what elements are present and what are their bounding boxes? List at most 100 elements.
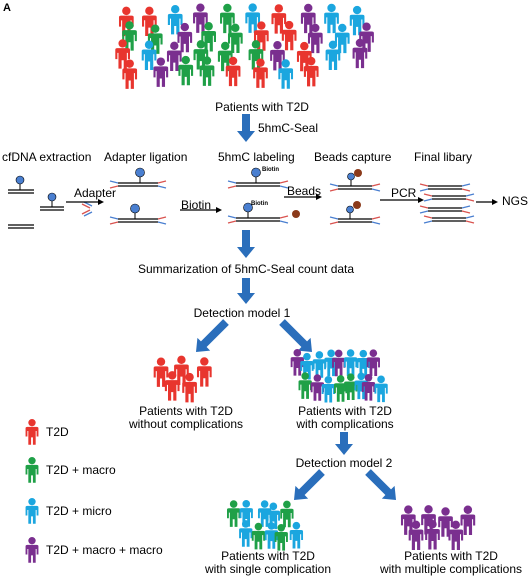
output-ngs-label: NGS xyxy=(502,194,529,208)
group-single-line1: Patients with T2D xyxy=(221,549,315,563)
hmc-marker xyxy=(130,203,140,214)
cfdna-fragment xyxy=(8,189,34,194)
legend-label: T2D xyxy=(46,425,69,439)
person-icon xyxy=(153,357,169,387)
group-multi-line1: Patients with T2D xyxy=(404,549,498,563)
person-icon xyxy=(25,537,39,563)
flow-arrow-to-single xyxy=(294,469,325,500)
person-icon xyxy=(408,520,424,550)
labeled-hmc xyxy=(243,202,253,213)
arrow-label-biotin: Biotin xyxy=(181,198,212,212)
step-5hmc-labeling: 5hmC labeling xyxy=(218,150,295,164)
person-icon xyxy=(356,349,370,377)
person-icon xyxy=(349,5,365,36)
person-icon xyxy=(344,373,358,401)
person-icon xyxy=(359,22,374,52)
panel-letter: A xyxy=(3,2,11,14)
step-arrow-biotin-head xyxy=(216,207,222,213)
bead-icon xyxy=(354,169,362,177)
step-beads-capture: Beads capture xyxy=(314,150,392,164)
method-label: 5hmC-Seal xyxy=(258,121,319,135)
step-arrow-beads-head xyxy=(316,194,322,200)
person-icon xyxy=(164,371,180,401)
flow-arrow-to-steps xyxy=(237,114,255,142)
person-icon xyxy=(280,500,294,528)
person-icon xyxy=(25,457,39,483)
person-icon xyxy=(251,522,266,550)
person-icon xyxy=(352,38,368,69)
legend-label: T2D + macro xyxy=(46,463,116,477)
person-icon xyxy=(167,5,183,35)
person-icon xyxy=(343,349,358,376)
person-icon xyxy=(324,3,339,34)
arrow-label-adapter: Adapter xyxy=(74,186,117,200)
person-icon xyxy=(25,498,39,524)
person-icon xyxy=(274,523,288,551)
step-arrow-ngs-head xyxy=(492,199,498,205)
person-icon xyxy=(153,57,169,87)
patient-crowd xyxy=(400,505,476,551)
person-icon xyxy=(366,349,380,376)
patient-crowd xyxy=(227,500,304,551)
flow-arrow-to-model1 xyxy=(237,278,255,304)
legend-item-t2d: T2D xyxy=(22,418,69,448)
legend-item-t2d-macro: T2D + macro xyxy=(22,456,116,486)
model2-label: Detection model 2 xyxy=(295,456,393,470)
ligated-dna xyxy=(109,180,167,189)
cfdna-fragment xyxy=(40,206,64,211)
step-final-library: Final libary xyxy=(414,150,473,164)
library-fragment xyxy=(419,205,471,214)
flow-arrow-to-model2 xyxy=(335,432,353,455)
person-icon xyxy=(196,357,212,387)
adapter-icon-pair xyxy=(83,201,93,217)
person-icon xyxy=(166,41,182,72)
person-icon xyxy=(201,22,216,52)
person-icon xyxy=(270,40,285,71)
patient-crowd xyxy=(290,349,388,403)
library-fragment xyxy=(423,193,475,202)
person-icon xyxy=(25,498,39,524)
labeled-hmc xyxy=(251,167,261,178)
person-icon xyxy=(227,500,241,527)
captured-hmc xyxy=(347,172,355,181)
bead-icon xyxy=(353,201,361,209)
person-icon xyxy=(303,56,319,87)
person-icon xyxy=(25,419,39,445)
biotin-tag-lower: Biotin xyxy=(251,201,268,207)
person-icon xyxy=(374,375,388,403)
arrow-label-pcr: PCR xyxy=(391,186,417,200)
person-icon xyxy=(325,40,341,70)
person-icon xyxy=(25,537,39,563)
group-no-comp-line1: Patients with T2D xyxy=(139,404,233,418)
captured-hmc xyxy=(346,205,354,214)
person-icon xyxy=(307,23,323,54)
person-icon xyxy=(271,4,287,34)
group-no-comp-line2: without complications xyxy=(128,417,244,431)
labeled-dna xyxy=(227,215,289,224)
library-fragment xyxy=(423,215,475,224)
person-icon xyxy=(460,505,476,535)
biotin-tag-upper: Biotin xyxy=(262,167,279,173)
hmc-marker xyxy=(15,175,25,185)
person-icon xyxy=(178,55,194,86)
person-icon xyxy=(193,40,209,70)
captured-dna xyxy=(329,216,381,225)
arrow-label-beads: Beads xyxy=(287,184,322,198)
person-icon xyxy=(199,56,215,86)
hmc-marker xyxy=(135,167,145,178)
person-icon xyxy=(278,59,294,89)
person-icon xyxy=(300,352,314,380)
person-icon xyxy=(141,40,157,70)
person-icon xyxy=(182,372,197,403)
person-icon xyxy=(321,375,335,403)
person-icon xyxy=(245,3,261,33)
flow-arrow-to-multi xyxy=(365,469,396,500)
flow-arrow-to-comp xyxy=(279,319,312,352)
flow-arrow-to-summary xyxy=(237,230,255,258)
adapter-icon xyxy=(81,203,91,215)
legend-item-t2d-micro: T2D + micro xyxy=(22,497,112,527)
person-icon xyxy=(310,374,324,401)
labeled-dna xyxy=(227,180,289,189)
person-icon xyxy=(122,59,138,89)
person-icon xyxy=(332,349,346,377)
